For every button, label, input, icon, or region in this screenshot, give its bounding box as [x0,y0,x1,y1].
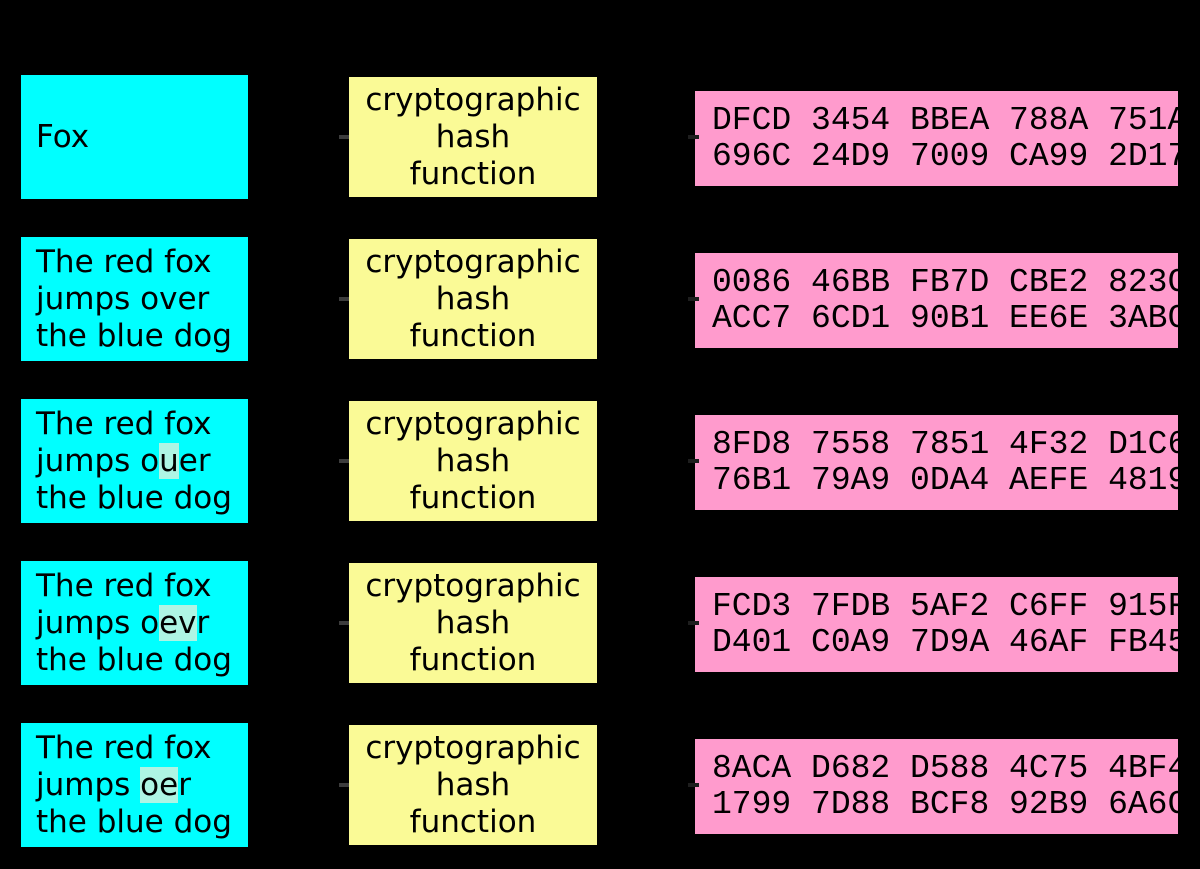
hash-function-label: hash [435,118,511,155]
input-text-line: The red fox [36,244,248,281]
input-box: Fox [21,75,248,199]
hash-function-label: hash [435,766,511,803]
input-text: the blue dog [36,317,232,354]
digest-line: 8FD8 7558 7851 4F32 D1C6 [712,425,1178,463]
input-text: The red fox [36,405,212,442]
input-text: jumps over [36,280,210,317]
input-text: the blue dog [36,479,232,516]
input-text: the blue dog [36,803,232,840]
input-text-line: The red fox [36,406,248,443]
hash-function-label: hash [435,280,511,317]
input-text-line: the blue dog [36,318,248,355]
digest-line: D401 C0A9 7D9A 46AF FB45 [712,623,1178,661]
input-text-line: the blue dog [36,480,248,517]
changed-letters-highlight: oe [140,766,179,803]
arrowhead-input-to-function-icon [339,783,349,787]
digest-line: 1799 7D88 BCF8 92B9 6A6C [712,785,1178,823]
hash-function-label: function [409,641,537,678]
arrowhead-input-to-function-icon [339,459,349,463]
input-text-line: jumps oevr [36,604,248,642]
hash-function-label: function [409,479,537,516]
digest-line: FCD3 7FDB 5AF2 C6FF 915F [712,587,1178,625]
input-text-line: jumps oer [36,766,248,804]
digest-line: 0086 46BB FB7D CBE2 823C [712,263,1178,301]
arrowhead-input-to-function-icon [339,297,349,301]
hash-function-label: cryptographic [365,729,581,766]
arrowhead-function-to-digest-icon [688,459,699,463]
digest-line: ACC7 6CD1 90B1 EE6E 3ABC [712,299,1178,337]
digest-line: 76B1 79A9 0DA4 AEFE 4819 [712,461,1178,499]
input-text: jumps o [36,442,160,479]
arrowhead-function-to-digest-icon [688,297,699,301]
input-text: r [196,604,210,641]
input-text-line: the blue dog [36,642,248,679]
input-text: jumps [36,766,141,803]
arrowhead-input-to-function-icon [339,621,349,625]
input-text-line: jumps ouer [36,442,248,480]
arrowhead-function-to-digest-icon [688,135,699,139]
input-text: the blue dog [36,641,232,678]
arrowhead-function-to-digest-icon [688,621,699,625]
input-text: The red fox [36,567,212,604]
changed-letters-highlight: ev [159,604,197,641]
digest-line: 8ACA D682 D588 4C75 4BF4 [712,749,1178,787]
input-text-line: The red fox [36,730,248,767]
hash-function-label: function [409,155,537,192]
input-text-line: jumps over [36,281,248,318]
hash-function-label: cryptographic [365,405,581,442]
input-text: Fox [36,118,90,155]
hash-function-label: cryptographic [365,243,581,280]
input-text-line: The red fox [36,568,248,605]
hash-function-label: function [409,803,537,840]
hash-function-label: cryptographic [365,81,581,118]
hash-function-label: function [409,317,537,354]
digest-line: DFCD 3454 BBEA 788A 751A [712,101,1178,139]
hash-function-label: hash [435,442,511,479]
input-text: The red fox [36,243,212,280]
input-text: The red fox [36,729,212,766]
input-text-line: the blue dog [36,804,248,841]
input-text: er [178,442,211,479]
input-text: jumps o [36,604,160,641]
input-text: r [178,766,191,803]
hash-function-label: hash [435,604,511,641]
input-text-line: Fox [36,119,248,156]
digest-line: 696C 24D9 7009 CA99 2D17 [712,137,1178,175]
changed-letters-highlight: u [159,442,179,479]
hash-function-label: cryptographic [365,567,581,604]
arrowhead-function-to-digest-icon [688,783,699,787]
arrowhead-input-to-function-icon [339,135,349,139]
